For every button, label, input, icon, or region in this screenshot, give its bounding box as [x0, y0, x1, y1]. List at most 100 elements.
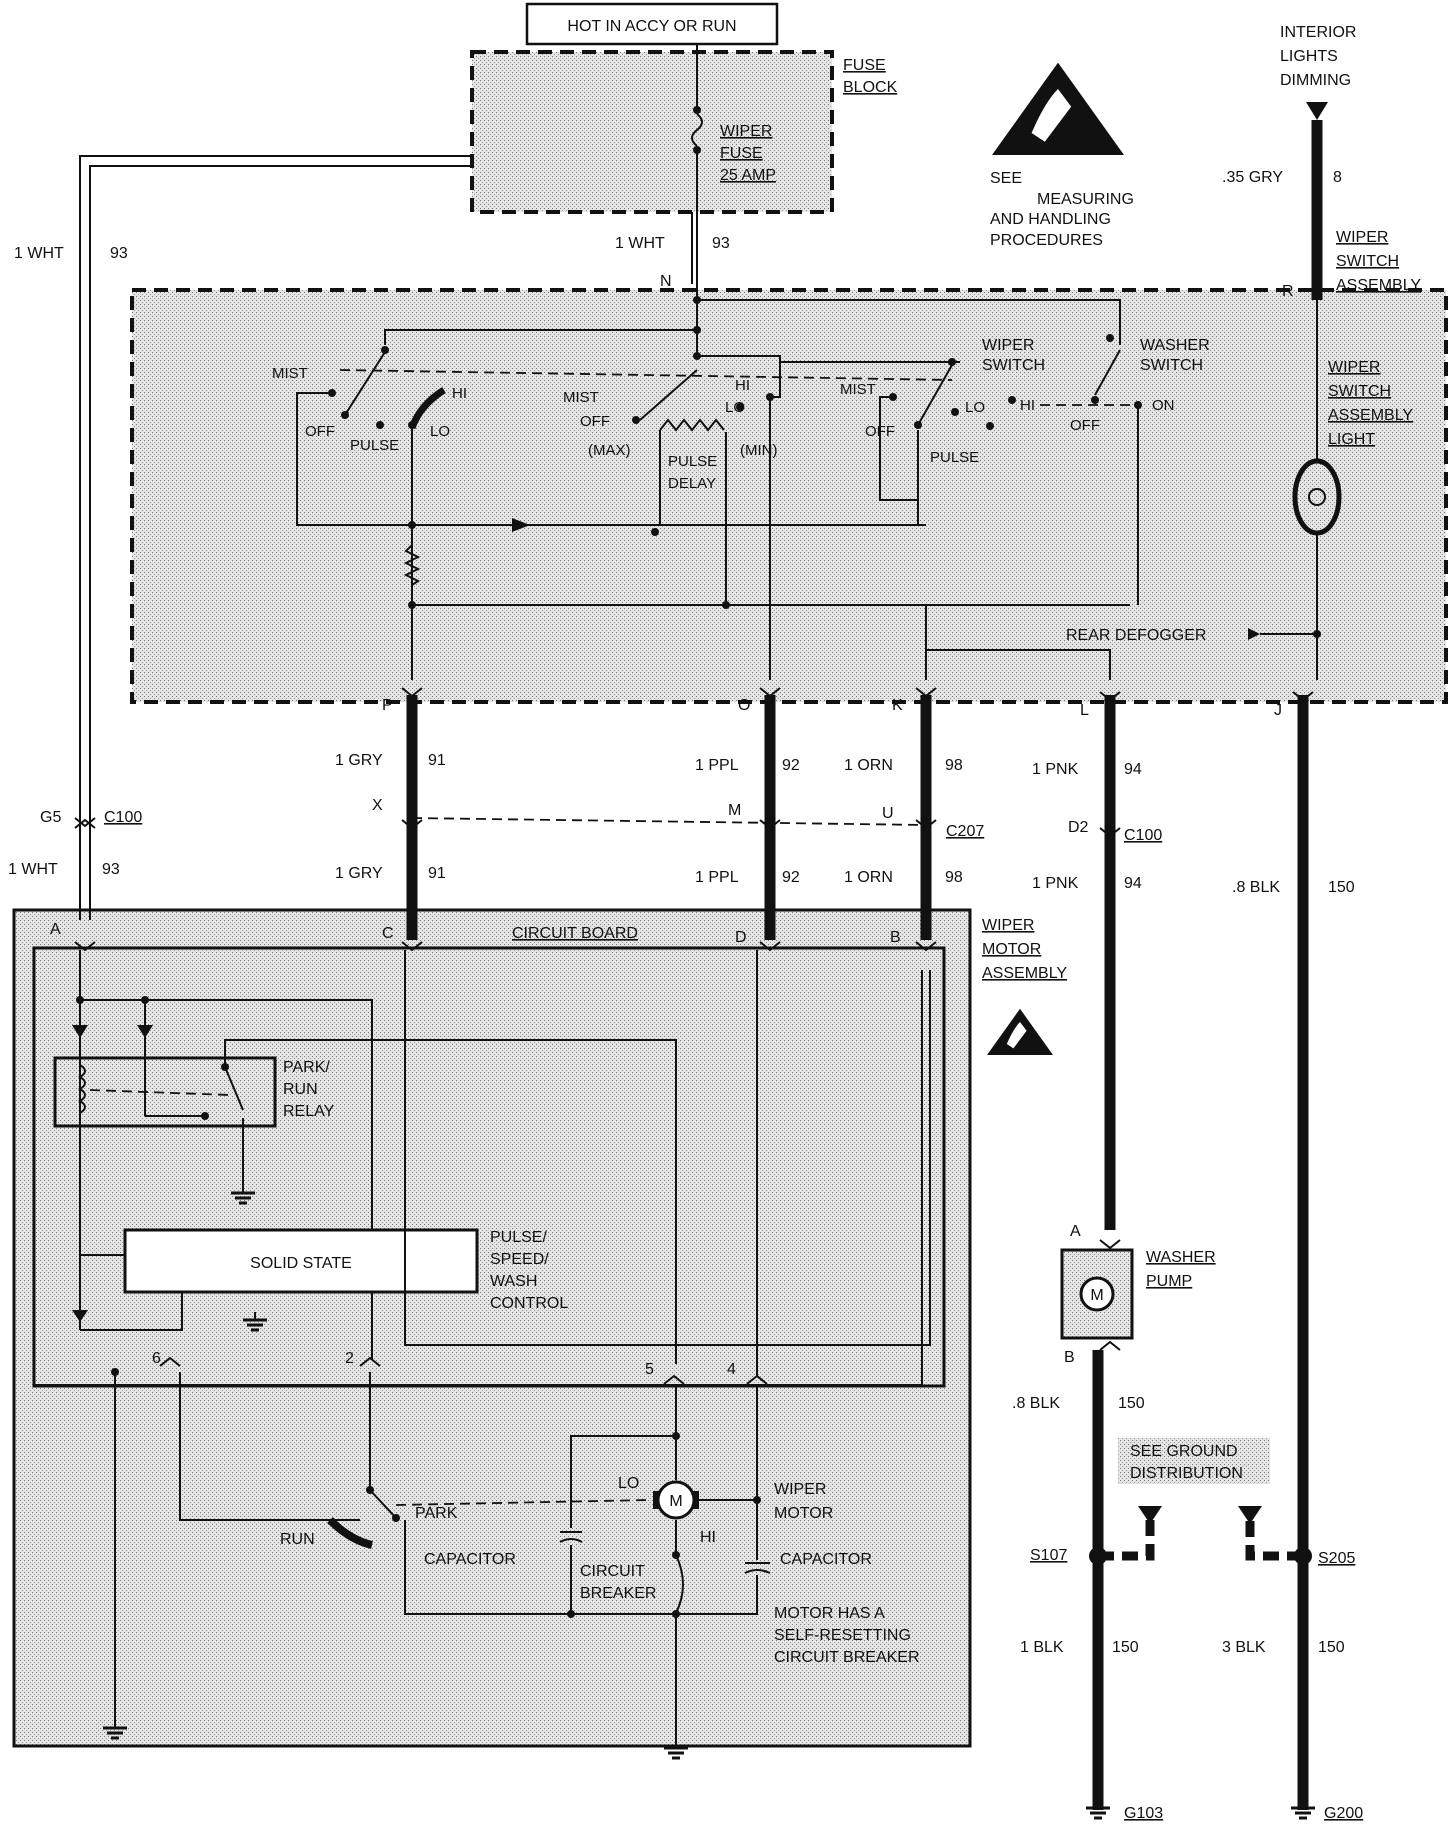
washer-switch-label-2: SWITCH: [1140, 357, 1203, 374]
pulse-label-right: PULSE: [930, 449, 979, 466]
pump-blk-size: .8 BLK: [1012, 1395, 1060, 1412]
pin-l: L: [1080, 702, 1089, 719]
wiper-switch-internals: [296, 284, 1342, 680]
c207-label: C207: [946, 823, 984, 840]
pin-u: U: [882, 805, 894, 822]
wma-title-2: MOTOR: [982, 941, 1041, 958]
park-label: PARK: [415, 1505, 458, 1522]
mist-label-mid: MIST: [563, 389, 599, 406]
blk3-num: 150: [1318, 1639, 1345, 1656]
interior-label-1: INTERIOR: [1280, 24, 1356, 41]
pin-d2: D2: [1068, 819, 1089, 836]
interior-label-2: LIGHTS: [1280, 48, 1338, 65]
ppl-size-upper: 1 PPL: [695, 757, 739, 774]
s205-label: S205: [1318, 1550, 1355, 1567]
rear-defogger-label: REAR DEFOGGER: [1066, 627, 1206, 644]
motor-note-2: SELF-RESETTING: [774, 1627, 911, 1644]
control-label-2: SPEED/: [490, 1251, 549, 1268]
pnk-size-upper: 1 PNK: [1032, 761, 1079, 778]
pin-m: M: [728, 802, 741, 819]
control-label-1: PULSE/: [490, 1229, 547, 1246]
wsa-light-4: LIGHT: [1328, 431, 1375, 448]
pnk-size-lower: 1 PNK: [1032, 875, 1079, 892]
wma-title-1: WIPER: [982, 917, 1034, 934]
g200-ground-icon: [1289, 1798, 1317, 1820]
blk3-size: 3 BLK: [1222, 1639, 1266, 1656]
motor-hi-label: HI: [700, 1529, 716, 1546]
motor-note-3: CIRCUIT BREAKER: [774, 1649, 920, 1666]
breaker-label-1: CIRCUIT: [580, 1563, 645, 1580]
gry-num-upper: 91: [428, 752, 446, 769]
fuse-feed-wire-size: 1 WHT: [615, 235, 665, 252]
gry-num-lower: 91: [428, 865, 446, 882]
washer-pump-label-2: PUMP: [1146, 1273, 1192, 1290]
mist-label-left: MIST: [272, 365, 308, 382]
circuit-board-label: CIRCUIT BOARD: [512, 925, 638, 942]
pin-5: 5: [645, 1361, 654, 1378]
pin-o: O: [738, 697, 750, 714]
wiper-switch-label-2: SWITCH: [982, 357, 1045, 374]
wiper-motor-label-1: WIPER: [774, 1481, 826, 1498]
c100-label-right: C100: [1124, 827, 1162, 844]
fuse-block-region: [470, 50, 834, 214]
wma-title-3: ASSEMBLY: [982, 965, 1067, 982]
wsa-title-2: SWITCH: [1336, 253, 1399, 270]
mist-label-right: MIST: [840, 381, 876, 398]
pump-glyph: M: [1090, 1287, 1103, 1304]
wiper-fuse-label-2: FUSE: [720, 145, 763, 162]
blk-num-right: 150: [1328, 879, 1355, 896]
orn-size-upper: 1 ORN: [844, 757, 893, 774]
lo-label-mid: LO: [725, 399, 745, 416]
relay-label-3: RELAY: [283, 1103, 335, 1120]
washer-pump-label-1: WASHER: [1146, 1249, 1216, 1266]
dimming-arrow-icon: [1306, 102, 1328, 120]
ppl-size-lower: 1 PPL: [695, 869, 739, 886]
s107-label: S107: [1030, 1547, 1067, 1564]
esd-note-2: MEASURING: [1037, 191, 1134, 208]
wiper-switch-label-1: WIPER: [982, 337, 1034, 354]
wiper-motor-label-2: MOTOR: [774, 1505, 833, 1522]
interior-label-3: DIMMING: [1280, 72, 1351, 89]
ppl-num-upper: 92: [782, 757, 800, 774]
pin-d-motor: D: [735, 929, 747, 946]
relay-label-1: PARK/: [283, 1059, 330, 1076]
g103-label: G103: [1124, 1805, 1163, 1822]
pin-a-motor: A: [50, 921, 61, 938]
pump-pin-a: A: [1070, 1223, 1081, 1240]
esd-note-4: PROCEDURES: [990, 232, 1103, 249]
hot-in-label: HOT IN ACCY OR RUN: [567, 18, 736, 35]
pulse-delay-label-2: DELAY: [668, 475, 716, 492]
wiper-fuse-label-3: 25 AMP: [720, 167, 776, 184]
blk1-size: 1 BLK: [1020, 1639, 1064, 1656]
fuse-block-title-2: BLOCK: [843, 79, 898, 96]
lo-label-left: LO: [430, 423, 450, 440]
g200-label: G200: [1324, 1805, 1363, 1822]
ground-note-region: [1118, 1438, 1270, 1484]
esd-warning-icon-small: [987, 1008, 1053, 1055]
pin-p: P: [382, 697, 393, 714]
off-label-mid: OFF: [580, 413, 610, 430]
pin-6: 6: [152, 1350, 161, 1367]
motor-lo-label: LO: [618, 1475, 639, 1492]
wiper-motor-assembly-region: [12, 908, 972, 1748]
solid-state-label: SOLID STATE: [250, 1255, 352, 1272]
orn-size-lower: 1 ORN: [844, 869, 893, 886]
wsa-title-3: ASSEMBLY: [1336, 277, 1421, 294]
pin-4: 4: [727, 1361, 736, 1378]
off-label-left: OFF: [305, 423, 335, 440]
ppl-num-lower: 92: [782, 869, 800, 886]
wiper-fuse-label-1: WIPER: [720, 123, 772, 140]
motor-circuit-wiring: [34, 950, 931, 1760]
washer-off-label: OFF: [1070, 417, 1100, 434]
pulse-label-left: PULSE: [350, 437, 399, 454]
pump-pin-b: B: [1064, 1349, 1075, 1366]
capacitor-label-left: CAPACITOR: [424, 1551, 516, 1568]
motor-note-1: MOTOR HAS A: [774, 1605, 885, 1622]
off-label-right: OFF: [865, 423, 895, 440]
wsa-title-1: WIPER: [1336, 229, 1388, 246]
lo-label-right: LO: [965, 399, 985, 416]
hi-label-mid: HI: [735, 377, 750, 394]
pin-j: J: [1274, 702, 1282, 719]
fuse-block-title-1: FUSE: [843, 57, 886, 74]
